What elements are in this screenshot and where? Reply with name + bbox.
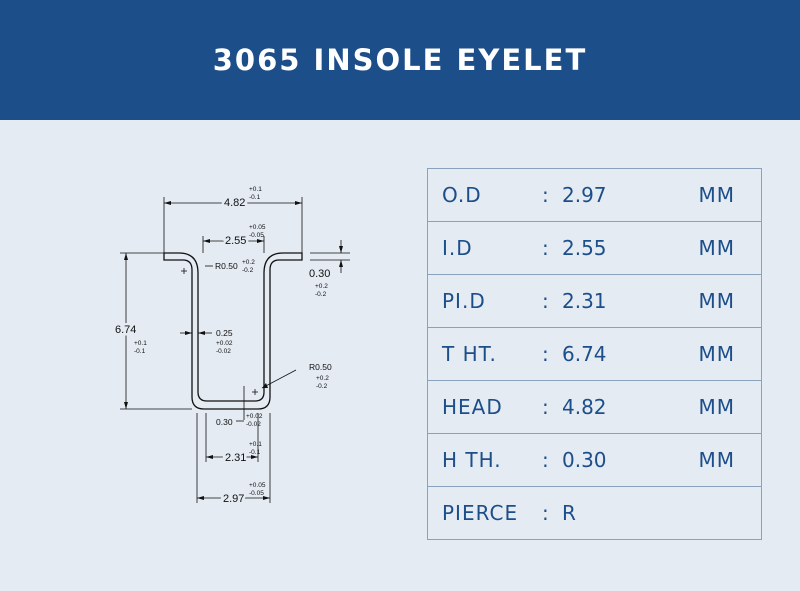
spec-value: R <box>562 486 682 540</box>
dim-height-tol-plus: +0.1 <box>134 340 147 347</box>
spec-label: H TH. <box>427 433 542 487</box>
dim-head-thickness-value: 0.30 <box>309 268 330 280</box>
spec-unit: MM <box>682 380 762 434</box>
spec-colon: : <box>542 433 562 487</box>
spec-unit <box>682 486 762 540</box>
header-banner: 3065 INSOLE EYELET <box>0 0 800 120</box>
dim-head-thickness-tol-minus: -0.2 <box>315 291 327 298</box>
spec-row-head: HEAD : 4.82 MM <box>427 380 762 434</box>
spec-colon: : <box>542 168 562 222</box>
dim-od-tol-minus: -0.05 <box>249 490 264 497</box>
eyelet-outline <box>163 252 303 410</box>
spec-unit: MM <box>682 168 762 222</box>
spec-row-id: I.D : 2.55 MM <box>427 221 762 275</box>
dim-head-tol-plus: +0.1 <box>249 186 262 193</box>
spec-value: 2.31 <box>562 274 682 328</box>
dim-bottom-thickness-value: 0.30 <box>216 417 233 427</box>
spec-label: T HT. <box>427 327 542 381</box>
spec-row-pierce: PIERCE : R <box>427 486 762 540</box>
technical-drawing: 4.82 +0.1 -0.1 2.55 +0.05 -0.05 R0.50 +0… <box>0 120 420 591</box>
dim-inner-radius-tol-minus: -0.2 <box>242 267 254 274</box>
spec-value: 2.97 <box>562 168 682 222</box>
dim-pierce-id-value: 2.31 <box>225 452 246 464</box>
spec-row-od: O.D : 2.97 MM <box>427 168 762 222</box>
dim-id-tol-minus: -0.05 <box>249 232 264 239</box>
spec-unit: MM <box>682 433 762 487</box>
dim-outer-radius-tol-minus: -0.2 <box>316 383 328 390</box>
spec-colon: : <box>542 380 562 434</box>
dim-bottom-thickness-tol-plus: +0.02 <box>246 413 263 420</box>
arrowheads <box>124 201 343 500</box>
spec-unit: MM <box>682 274 762 328</box>
spec-row-pid: PI.D : 2.31 MM <box>427 274 762 328</box>
dim-id-value: 2.55 <box>225 235 246 247</box>
dim-od-tol-plus: +0.05 <box>249 482 266 489</box>
dim-inner-radius-value: R0.50 <box>215 261 238 271</box>
dimension-lines <box>120 197 350 503</box>
spec-colon: : <box>542 486 562 540</box>
dim-pierce-id-tol-minus: -0.1 <box>249 449 261 456</box>
spec-label: PI.D <box>427 274 542 328</box>
dim-outer-radius-tol-plus: +0.2 <box>316 375 329 382</box>
spec-row-total-height: T HT. : 6.74 MM <box>427 327 762 381</box>
dim-height-tol-minus: -0.1 <box>134 348 146 355</box>
spec-table: O.D : 2.97 MM I.D : 2.55 MM PI.D : 2.31 … <box>427 168 762 540</box>
dim-head-tol-minus: -0.1 <box>249 194 261 201</box>
eyelet-profile-drawing: 4.82 +0.1 -0.1 2.55 +0.05 -0.05 R0.50 +0… <box>113 186 350 508</box>
spec-colon: : <box>542 221 562 275</box>
dim-head-value: 4.82 <box>224 197 245 209</box>
spec-colon: : <box>542 327 562 381</box>
spec-unit: MM <box>682 221 762 275</box>
spec-value: 6.74 <box>562 327 682 381</box>
dim-od-value: 2.97 <box>223 493 244 505</box>
centre-marks <box>181 268 258 420</box>
dim-inner-radius-tol-plus: +0.2 <box>242 259 255 266</box>
page-title: 3065 INSOLE EYELET <box>212 43 588 77</box>
spec-colon: : <box>542 274 562 328</box>
dim-wall-tol-minus: -0.02 <box>216 348 231 355</box>
spec-label: PIERCE <box>427 486 542 540</box>
dim-bottom-thickness-tol-minus: -0.02 <box>246 421 261 428</box>
dim-head-thickness-tol-plus: +0.2 <box>315 283 328 290</box>
spec-label: O.D <box>427 168 542 222</box>
spec-row-head-thickness: H TH. : 0.30 MM <box>427 433 762 487</box>
dim-id-tol-plus: +0.05 <box>249 224 266 231</box>
spec-label: I.D <box>427 221 542 275</box>
dim-wall-tol-plus: +0.02 <box>216 340 233 347</box>
spec-value: 4.82 <box>562 380 682 434</box>
dim-pierce-id-tol-plus: +0.1 <box>249 441 262 448</box>
dim-height-value: 6.74 <box>115 324 136 336</box>
spec-unit: MM <box>682 327 762 381</box>
spec-value: 2.55 <box>562 221 682 275</box>
spec-label: HEAD <box>427 380 542 434</box>
dim-outer-radius-value: R0.50 <box>309 362 332 372</box>
spec-value: 0.30 <box>562 433 682 487</box>
dim-wall-value: 0.25 <box>216 328 233 338</box>
